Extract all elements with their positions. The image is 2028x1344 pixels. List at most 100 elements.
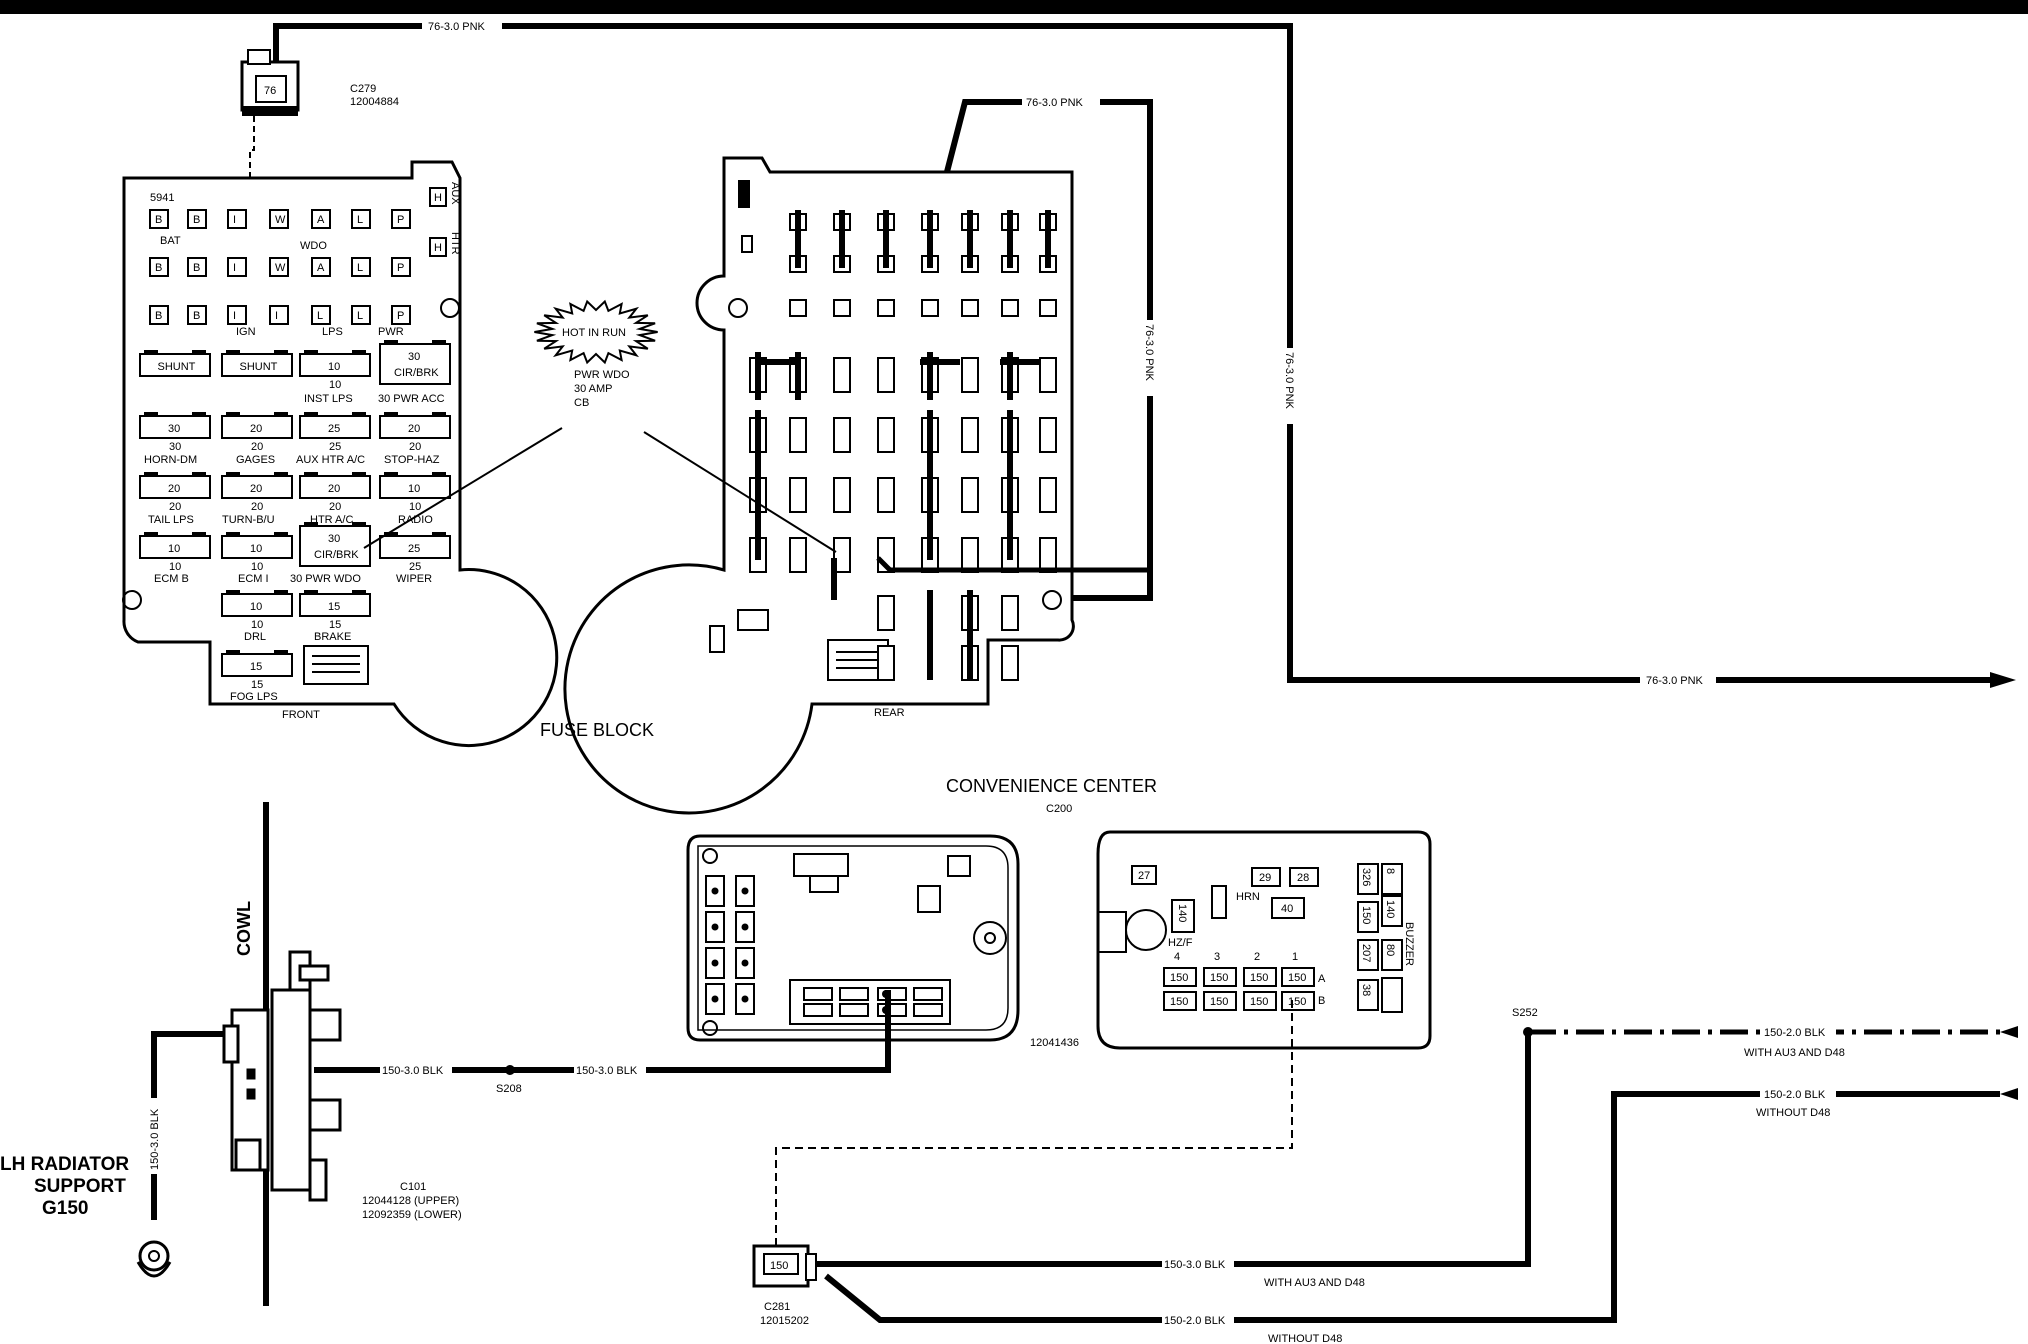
mini-fuse xyxy=(149,305,169,325)
ground-label-1: LH RADIATOR xyxy=(0,1154,129,1175)
wire-label-blk-c101: 150-3.0 BLK xyxy=(382,1065,444,1077)
c281-label: C281 xyxy=(764,1301,790,1313)
mini-fuse-label: A xyxy=(317,214,325,226)
label-cowl: COWL xyxy=(234,901,254,956)
fuse-rating-lower: 25 xyxy=(409,561,421,573)
cc-side-relay-label: 140 xyxy=(1384,900,1396,918)
cc-side-relay xyxy=(1357,979,1379,1011)
rear-cavity xyxy=(877,357,895,393)
fuse-rating: 15 xyxy=(250,661,262,673)
convenience-center-right xyxy=(1096,830,1432,1050)
mini-fuse-label: B xyxy=(193,310,200,322)
rear-cavity xyxy=(1039,537,1057,573)
rear-cavity xyxy=(1001,299,1019,317)
fuse-name-horn-dm: HORN-DM xyxy=(144,454,197,466)
relay-29: 29 xyxy=(1259,872,1271,884)
mini-fuse xyxy=(187,305,207,325)
mini-fuse-label: I xyxy=(275,310,278,322)
callout-leader-front xyxy=(363,427,563,549)
mini-fuse xyxy=(269,257,289,277)
fuse-rating: 25 xyxy=(328,423,340,435)
c101-upper: 12044128 (UPPER) xyxy=(362,1195,459,1207)
cc-side-relay xyxy=(1381,939,1403,971)
fuse-rating: 10 xyxy=(168,543,180,555)
label-lps: LPS xyxy=(322,326,343,338)
c279-pin: 76 xyxy=(264,85,276,97)
rear-cavity xyxy=(877,417,895,453)
wire-label-pnk-rear: 76-3.0 PNK xyxy=(1026,97,1084,109)
mini-fuse-label: B xyxy=(155,310,162,322)
fuse-rating: 15 xyxy=(328,601,340,613)
label-bat: BAT xyxy=(160,235,181,247)
ground-terminal-icon xyxy=(136,1240,172,1278)
arrow-right-icon xyxy=(1990,672,2016,688)
mini-fuse-label: W xyxy=(275,262,286,274)
mini-fuse xyxy=(187,209,207,229)
rear-cavity xyxy=(833,299,851,317)
fuse xyxy=(139,475,211,499)
fuse-rating-lower: 10 xyxy=(251,561,263,573)
mini-fuse xyxy=(149,209,169,229)
cc-side-relay xyxy=(1381,863,1403,895)
rear-cavity xyxy=(877,477,895,513)
label-wdo: WDO xyxy=(300,240,327,252)
fuse-name-tail-lps: TAIL LPS xyxy=(148,514,194,526)
wire-label-blk-ground: 150-3.0 BLK xyxy=(149,1108,161,1170)
fuse-rating: 10 xyxy=(250,543,262,555)
wire-label-pnk-vertical-2: 76-3.0 PNK xyxy=(1283,352,1295,410)
callout-line-1: PWR WDO xyxy=(574,369,630,381)
mini-fuse-label: B xyxy=(155,262,162,274)
mini-fuse xyxy=(391,209,411,229)
mini-fuse xyxy=(391,257,411,277)
label-aux: AUX xyxy=(449,182,461,205)
fuse-rating-lower: 25 xyxy=(329,441,341,453)
splice-s208 xyxy=(505,1065,515,1075)
fuse-rating-lower: 20 xyxy=(329,501,341,513)
rear-cavity xyxy=(1039,477,1057,513)
aux-h-bottom: H xyxy=(434,242,442,254)
label-ign: IGN xyxy=(236,326,256,338)
rear-cavity xyxy=(789,417,807,453)
mini-fuse xyxy=(149,257,169,277)
rear-cavity xyxy=(833,417,851,453)
label-hrn: HRN xyxy=(1236,891,1260,903)
label-buzzer: BUZZER xyxy=(1403,922,1415,966)
cc-fuse-a-label: 150 xyxy=(1288,972,1306,984)
wire-label-pnk-top: 76-3.0 PNK xyxy=(428,21,486,33)
rear-cavity xyxy=(961,357,979,393)
cc-fuse-a-label: 150 xyxy=(1170,972,1188,984)
cc-fuse-b xyxy=(1203,991,1237,1011)
fuse-rating: SHUNT xyxy=(240,361,278,373)
fuse-rating: CIR/BRK xyxy=(394,367,439,379)
c279-label: C279 xyxy=(350,83,376,95)
mini-fuse-label: B xyxy=(155,214,162,226)
mini-fuse-label: P xyxy=(397,262,404,274)
blk-wires xyxy=(151,990,2000,1323)
fuse-name-drl: DRL xyxy=(244,631,266,643)
label-s208: S208 xyxy=(496,1083,522,1095)
pnk-wires xyxy=(273,23,1990,683)
mini-fuse xyxy=(351,305,371,325)
cc-col-number: 2 xyxy=(1254,951,1260,963)
connector-c279: 76 xyxy=(240,49,300,116)
fuse-name-pwr-acc: 30 PWR ACC xyxy=(378,393,445,405)
rear-pnk-jumper xyxy=(876,556,1153,573)
label-rear: REAR xyxy=(874,707,905,719)
fuse-rating-lower: 15 xyxy=(251,679,263,691)
fuse-rating-lower: 10 xyxy=(329,379,341,391)
rear-cavity xyxy=(877,595,895,631)
wire-label-blk-au3-bottom: 150-3.0 BLK xyxy=(1164,1259,1226,1271)
c281-part: 12015202 xyxy=(760,1315,809,1327)
fuse-name-ecm-i: ECM I xyxy=(238,573,269,585)
fuse-name-aux-htr: AUX HTR A/C xyxy=(296,454,365,466)
fuse-block-rear xyxy=(563,156,1075,815)
cc-mini-fuse xyxy=(839,1003,869,1017)
fuse-name-fog-lps: FOG LPS xyxy=(230,691,278,703)
mini-fuse xyxy=(227,257,247,277)
part-12041436: 12041436 xyxy=(1030,1037,1079,1049)
relay-27: 27 xyxy=(1138,870,1150,882)
rear-cavity xyxy=(1039,299,1057,317)
mini-fuse-label: B xyxy=(193,262,200,274)
wire-label-blk-nod48-right: 150-2.0 BLK xyxy=(1764,1089,1826,1101)
cc-mini-fuse xyxy=(913,987,943,1001)
